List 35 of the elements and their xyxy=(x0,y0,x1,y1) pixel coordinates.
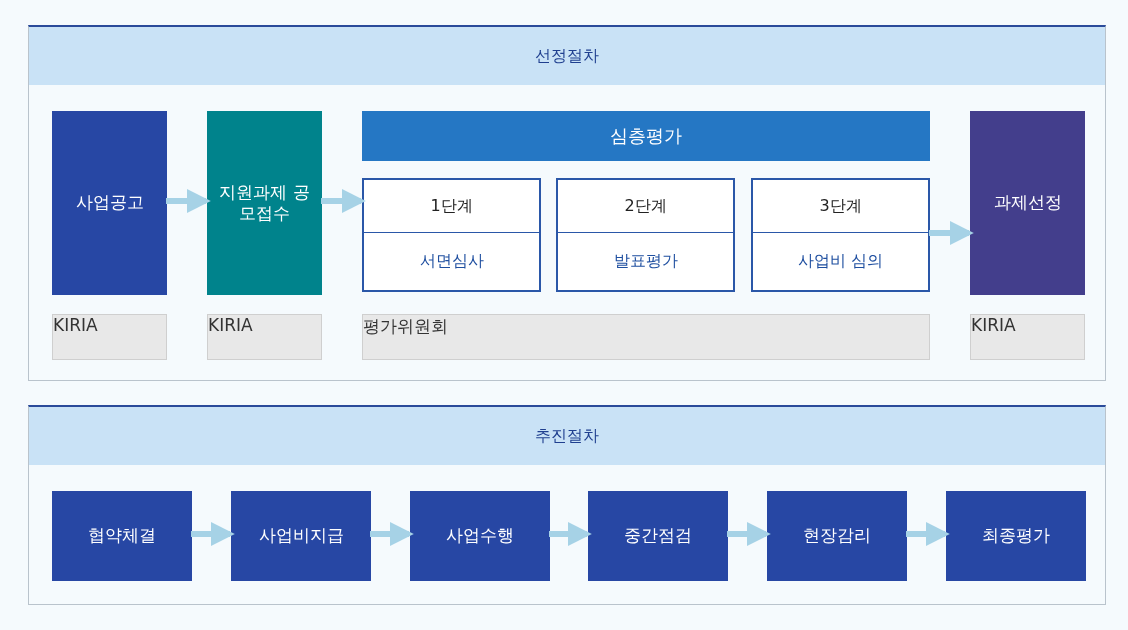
process-box: 현장감리 xyxy=(767,491,907,581)
stage-box xyxy=(751,178,930,292)
stage-header-band: 심층평가 xyxy=(362,111,930,161)
arrow xyxy=(727,522,771,546)
process-box: 협약체결 xyxy=(52,491,192,581)
stage-number: 3단계 xyxy=(753,180,928,233)
process-box: 최종평가 xyxy=(946,491,1086,581)
stage-number: 2단계 xyxy=(558,180,733,233)
process-box: 사업비지급 xyxy=(231,491,371,581)
stage-title: 발표평가 xyxy=(612,250,679,272)
arrow xyxy=(929,221,974,245)
section-header: 선정절차 xyxy=(29,27,1105,85)
process-box: 사업공고 xyxy=(52,111,167,295)
section-panel xyxy=(28,405,1106,605)
arrow xyxy=(549,522,592,546)
organization-box: KIRIA xyxy=(52,314,167,360)
stage-title: 사업비 심의 xyxy=(796,250,885,272)
organization-box: 평가위원회 xyxy=(362,314,930,360)
stage-box xyxy=(556,178,735,292)
arrow xyxy=(191,522,235,546)
process-box: 중간점검 xyxy=(588,491,728,581)
process-box: 사업수행 xyxy=(410,491,550,581)
stage-number: 1단계 xyxy=(364,180,539,233)
organization-box: KIRIA xyxy=(207,314,322,360)
arrow xyxy=(370,522,414,546)
arrow xyxy=(906,522,950,546)
organization-box: KIRIA xyxy=(970,314,1085,360)
arrow xyxy=(166,189,211,213)
section-panel xyxy=(28,25,1106,381)
arrow xyxy=(321,189,366,213)
section-header: 추진절차 xyxy=(29,407,1105,465)
process-box: 과제선정 xyxy=(970,111,1085,295)
stage-title: 서면심사 xyxy=(418,250,485,272)
process-box: 지원과제 공모접수 xyxy=(207,111,322,295)
stage-box xyxy=(362,178,541,292)
